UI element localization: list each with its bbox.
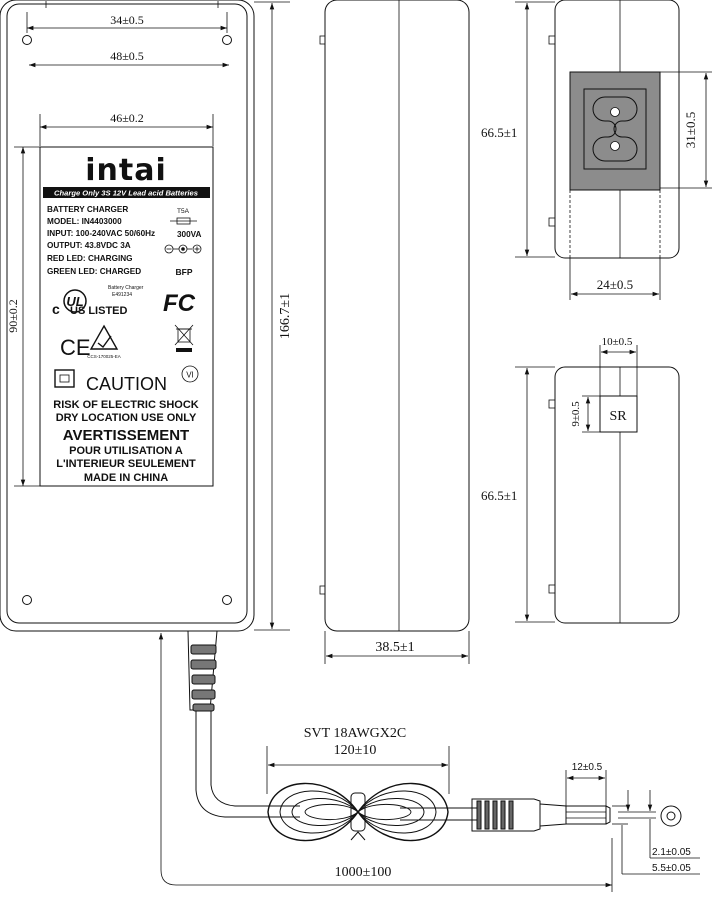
mounting-hole-top-left [22,35,32,45]
dim-text-length: 166.7±1 [278,293,293,339]
dim-sr-height: 9±0.5 [570,395,600,433]
dim-text-socket-height: 31±0.5 [683,112,698,148]
dc-plug [471,798,611,832]
coiled-cable [267,782,449,842]
efficiency-vi-mark: VI [181,365,199,383]
label-line-model: MODEL: IN4403000 [47,217,122,226]
ul-c-mark: c [52,301,60,317]
dim-text-cable-length: 1000±100 [335,865,392,880]
double-insulation-icon [54,369,75,388]
side-body-outline [324,0,470,632]
label-line-output: OUTPUT: 43.8VDC 3A [47,241,131,250]
dim-text-barrel-diameter: 5.5±0.05 [652,863,691,874]
cable-spec-text: SVT 18AWGX2C [304,726,406,741]
dim-text-width-top: 48±0.5 [110,49,144,63]
dim-end-height-top: 66.5±1 [481,1,555,258]
mounting-hole-bottom-right [222,595,232,605]
rcm-code: CCS-170025-EA [87,354,121,359]
dim-text-plug-length: 12±0.5 [572,762,603,773]
front-view [0,0,255,632]
ce-mark: CE [60,335,91,360]
caution-heading: CAUTION [86,374,167,394]
dim-length: 166.7±1 [254,1,293,631]
dim-thickness: 38.5±1 [324,631,470,664]
ul-listed-text: US LISTED [70,305,128,317]
inlet-end-outline [554,0,680,259]
dim-pin-diameter: 2.1±0.05 [618,790,700,859]
label-line-product: BATTERY CHARGER [47,205,128,214]
brand-logo: intai [85,153,167,188]
dim-text-label-width: 46±0.2 [110,111,144,125]
french-line-1: POUR UTILISATION A [69,445,183,457]
efficiency-vi-text: VI [186,371,194,380]
end-view-cable: SR [548,366,680,624]
avertissement-heading: AVERTISSEMENT [63,427,189,444]
rcm-icon [89,324,119,350]
french-line-2: L'INTERIEUR SEULEMENT [56,458,196,470]
dim-plug-length: 12±0.5 [565,762,607,806]
dim-sr-width: 10±0.5 [599,336,638,396]
product-label: intai Charge Only 3S 12V Lead acid Batte… [39,146,214,487]
dc-barrel [565,805,607,825]
label-banner [43,187,210,198]
dim-cable-length: 1000±100 [158,633,613,892]
dim-width-top: 48±0.5 [28,49,229,68]
ul-mark: UL [66,294,83,309]
bfp-mark: BFP [176,267,193,277]
fuse-icon [170,217,197,225]
dim-text-coil-length: 120±10 [334,743,377,758]
mounting-hole-bottom-left [22,595,32,605]
dim-barrel-diameter: 5.5±0.05 [612,805,700,875]
dim-hole-spacing-top: 34±0.5 [26,12,228,33]
label-line-input: INPUT: 100-240VAC 50/60Hz [47,229,155,238]
ul-listed-logo: c UL US LISTED Battery Charger E491234 [52,285,144,317]
socket-pin-bottom [610,141,620,151]
warning-line-1: RISK OF ELECTRIC SHOCK [53,399,199,411]
origin-line: MADE IN CHINA [84,472,168,484]
dim-text-end-width: 24±0.5 [597,277,633,292]
fuse-rating: T5A [177,208,190,215]
ul-note-file: E491234 [112,292,132,298]
dim-end-height-bottom: 66.5±1 [481,366,555,623]
dim-label-height: 90±0.2 [6,146,40,487]
side-view [319,0,470,632]
ul-note-product: Battery Charger [108,285,144,291]
end-view-inlet [548,0,680,259]
fcc-logo: FC [163,290,196,317]
dim-text-pin-diameter: 2.1±0.05 [652,847,691,858]
dc-plug-end-view [660,805,682,827]
dim-socket-height: 31±0.5 [660,71,712,189]
dim-text-sr-height: 9±0.5 [570,401,582,427]
warning-line-2: DRY LOCATION USE ONLY [56,412,197,424]
label-line-green-led: GREEN LED: CHARGED [47,267,141,276]
label-line-red-led: RED LED: CHARGING [47,254,133,263]
strain-relief [187,630,218,712]
front-body-outline [0,0,255,632]
dim-coil-length: SVT 18AWGX2C 120±10 [266,726,450,794]
strain-relief-box [599,395,638,433]
polarity-icon [164,244,202,254]
dim-text-end-height-bottom: 66.5±1 [481,488,517,503]
strain-relief-label: SR [609,409,627,424]
dim-text-sr-width: 10±0.5 [602,336,633,348]
power-rating: 300VA [177,230,202,239]
dim-text-end-height-top: 66.5±1 [481,125,517,140]
mounting-hole-top-right [222,35,232,45]
dim-end-width: 24±0.5 [569,258,661,300]
label-banner-text: Charge Only 3S 12V Lead acid Batteries [54,189,198,198]
front-body-inner-outline [6,3,248,624]
dim-text-hole-spacing: 34±0.5 [110,13,144,27]
dim-label-width: 46±0.2 [39,111,214,146]
inlet-socket-face [583,88,647,170]
weee-bin-icon [174,324,194,352]
dim-text-thickness: 38.5±1 [375,640,414,655]
dim-text-label-height: 90±0.2 [6,299,20,333]
iec-c8-socket-icon [592,96,638,162]
cable-end-outline [554,366,680,624]
socket-pin-top [610,107,620,117]
label-border [39,146,214,487]
